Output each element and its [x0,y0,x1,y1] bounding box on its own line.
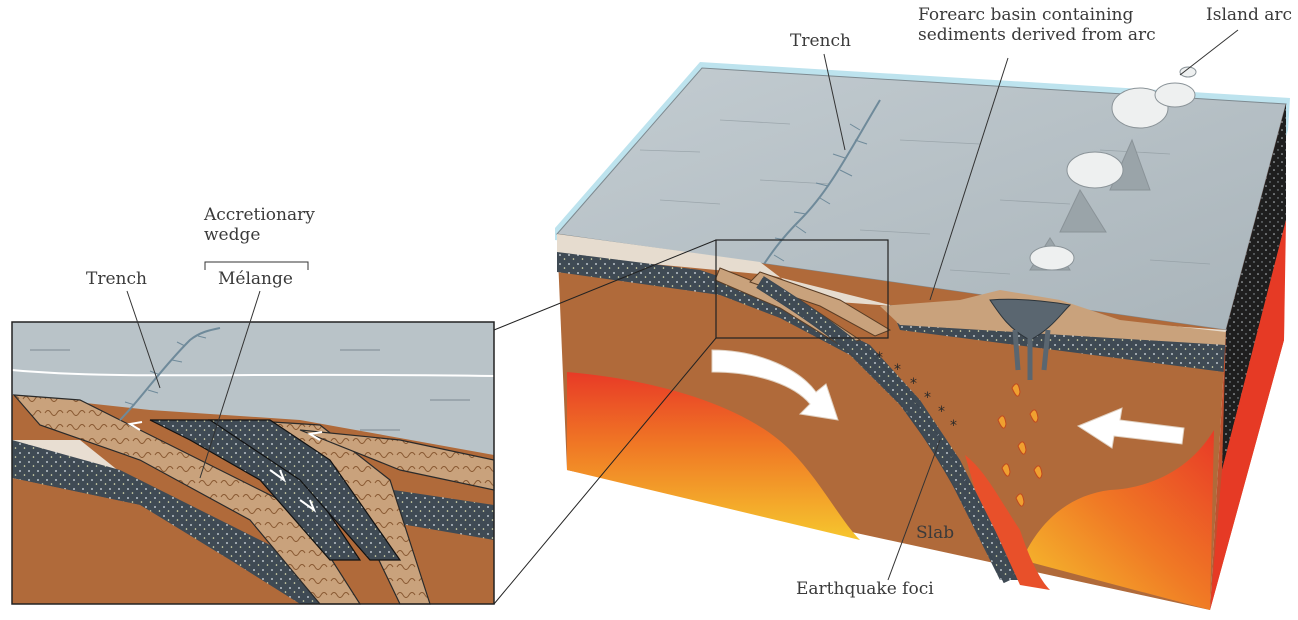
earthquake-foci-label: Earthquake foci [796,579,934,599]
svg-text:*: * [876,350,883,366]
inset-detail-diagram [11,321,495,605]
volcano-plume-icon [1029,66,1197,271]
trench-label-inset: Trench [86,269,147,289]
flow-arrow-left-icon [1076,407,1185,449]
oceanic-crust-band [557,252,1020,580]
inset-locator-box [715,239,889,339]
inset-frame [11,321,495,605]
accretionary-wedge-label: Accretionary wedge [204,205,315,245]
flow-arrow-right-icon [711,349,839,421]
connector-line-top [493,239,717,331]
melange-label: Mélange [218,269,293,289]
magma-zone [965,455,1050,590]
connector-line-bottom [493,337,717,605]
svg-text:*: * [938,404,945,420]
leader-lines [126,29,1239,581]
svg-text:*: * [910,376,917,392]
trench-line [759,99,881,271]
magma-droplets [997,383,1043,507]
forearc-basin-label: Forearc basin containing sediments deriv… [918,5,1156,45]
earthquake-star-icon: * * * * * * [876,350,957,434]
svg-text:*: * [894,362,901,378]
main-block-diagram: * * * * * * [555,62,1290,610]
front-sediment-layer [557,234,1226,345]
island-arc-label: Island arc [1206,5,1293,25]
hot-asthenosphere-left [567,372,860,540]
trench-label-main: Trench [790,31,851,51]
hot-asthenosphere-right [1022,430,1214,610]
svg-text:*: * [924,390,931,406]
slab-label: Slab [916,523,955,543]
svg-text:*: * [950,418,957,434]
